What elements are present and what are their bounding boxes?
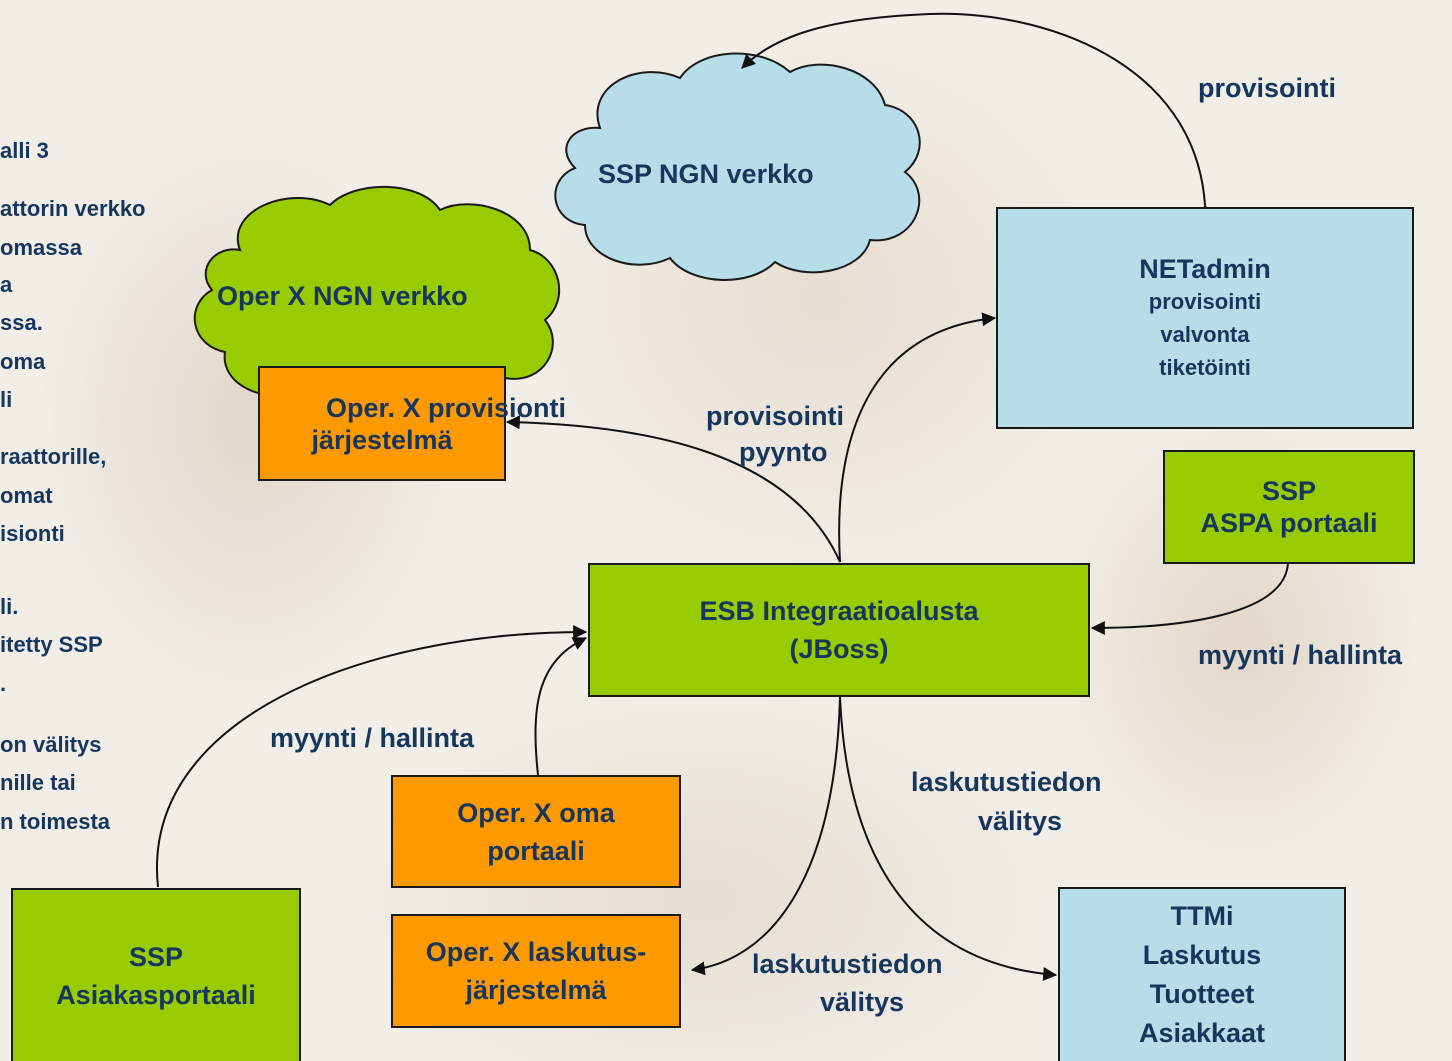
left-text-line: li. <box>0 594 19 619</box>
left-text-line: alli 3 <box>0 138 49 163</box>
left-text-line: li <box>0 387 13 412</box>
arrow-asiakasportaali-esb <box>155 625 588 888</box>
esb-box: ESB Integraatioalusta (JBoss) <box>588 563 1090 697</box>
netadmin-line: provisointi <box>1148 288 1262 314</box>
left-text-line: a <box>0 272 13 297</box>
left-text-line: itetty SSP <box>0 632 103 657</box>
left-text-line: isionti <box>0 521 65 546</box>
oper-x-ngn-label: Oper X NGN verkko <box>217 281 468 311</box>
ssp-asiakas-line2: Asiakasportaali <box>56 979 256 1010</box>
label-laskutustiedon-upper-1: laskutustiedon <box>911 767 1102 797</box>
netadmin-title: NETadmin <box>1139 253 1271 284</box>
ssp-aspa-line2: ASPA portaali <box>1200 508 1378 538</box>
netadmin-box: NETadmin provisointi valvonta tiketöinti <box>996 207 1414 429</box>
netadmin-line: valvonta <box>1160 321 1250 347</box>
label-laskutustiedon-lower-2: välitys <box>820 987 905 1017</box>
ttmi-line: Asiakkaat <box>1138 1018 1266 1048</box>
ttmi-line: Tuotteet <box>1149 979 1255 1009</box>
oper-x-laskutus-line2: järjestelmä <box>465 975 607 1005</box>
ssp-ngn-label: SSP NGN verkko <box>598 159 814 189</box>
arrow-esb-provisionti <box>505 415 841 563</box>
label-provisointi-top: provisointi <box>1198 73 1337 103</box>
esb-line2: (JBoss) <box>789 634 889 664</box>
ssp-asiakas-line1: SSP <box>128 941 184 972</box>
label-provisointi-pyynto-1: provisointi <box>706 401 845 431</box>
ttmi-line: TTMi <box>1170 901 1234 931</box>
arrow-provisointi-top <box>741 12 1213 219</box>
arrow-esb-ttmi <box>839 696 1058 981</box>
label-laskutustiedon-lower-1: laskutustiedon <box>752 949 943 979</box>
arrow-esb-laskutus <box>690 696 841 976</box>
ssp-aspa-line1: SSP <box>1261 476 1317 506</box>
label-myynti-hallinta-left: myynti / hallinta <box>270 723 475 753</box>
left-text-line: ssa. <box>0 310 43 335</box>
esb-line1: ESB Integraatioalusta <box>699 596 979 626</box>
oper-x-provisionti-line1: Oper. X provisionti <box>325 392 567 423</box>
left-text-line: n toimesta <box>0 809 111 834</box>
arrow-aspa-esb <box>1090 562 1289 635</box>
ttmi-box: TTMi Laskutus Tuotteet Asiakkaat <box>1058 887 1346 1061</box>
arrow-oma-portaali-esb <box>534 637 588 776</box>
label-provisointi-pyynto-2: pyynto <box>739 437 828 467</box>
oper-x-oma-portaali-box: Oper. X oma portaali <box>391 775 681 888</box>
left-text-line: on välitys <box>0 732 102 757</box>
oper-x-oma-line1: Oper. X oma <box>457 797 615 828</box>
left-text-line: raattorille, <box>0 444 107 469</box>
arrow-esb-netadmin <box>838 312 997 563</box>
label-myynti-hallinta-right: myynti / hallinta <box>1198 640 1403 670</box>
oper-x-provisionti-box: Oper. X provisionti järjestelmä <box>258 366 566 481</box>
left-text-line: attorin verkko <box>0 196 146 221</box>
left-text-line: nille tai <box>0 770 76 795</box>
left-text-line: omassa <box>0 235 82 260</box>
label-laskutustiedon-upper-2: välitys <box>978 806 1063 836</box>
oper-x-oma-line2: portaali <box>487 835 585 866</box>
ssp-asiakasportaali-box: SSP Asiakasportaali <box>11 888 301 1061</box>
oper-x-laskutus-box: Oper. X laskutus- järjestelmä <box>391 914 681 1028</box>
oper-x-provisionti-line2: järjestelmä <box>311 424 453 455</box>
oper-x-laskutus-line1: Oper. X laskutus- <box>425 937 647 967</box>
left-text-line: . <box>0 671 7 696</box>
ttmi-line: Laskutus <box>1142 940 1262 970</box>
left-text-line: omat <box>0 483 53 508</box>
left-text-line: oma <box>0 349 46 374</box>
netadmin-line: tiketöinti <box>1159 354 1251 380</box>
ssp-aspa-box: SSP ASPA portaali <box>1163 450 1415 564</box>
